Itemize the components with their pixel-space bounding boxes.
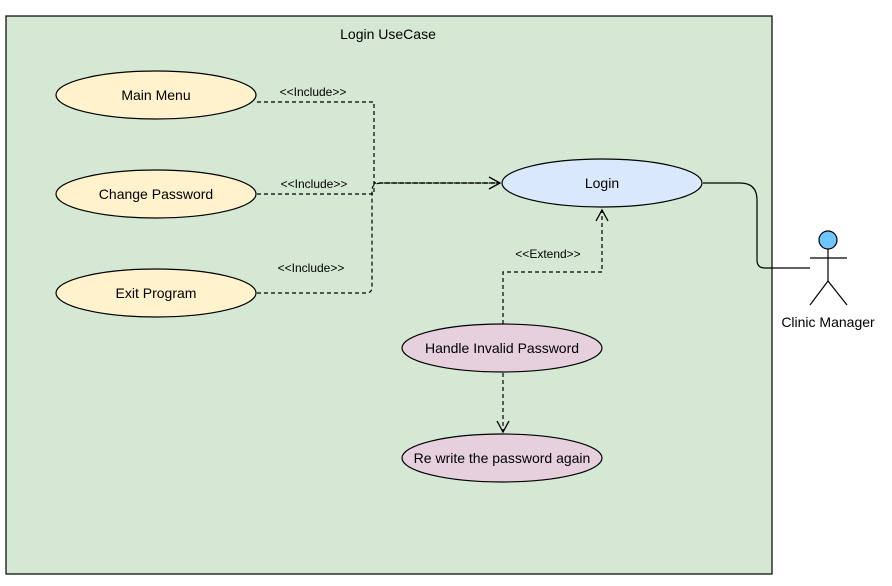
use-case-main-menu-label: Main Menu bbox=[121, 87, 190, 103]
actor-label: Clinic Manager bbox=[781, 314, 875, 330]
use-case-main-menu[interactable]: Main Menu bbox=[55, 70, 257, 120]
extend-connector bbox=[502, 208, 609, 324]
extend-label: <<Extend>> bbox=[515, 247, 580, 261]
actor-head bbox=[818, 230, 838, 250]
use-case-rewrite-password[interactable]: Re write the password again bbox=[401, 433, 603, 483]
include-label-main-menu: <<Include>> bbox=[280, 85, 347, 99]
use-case-rewrite-password-label: Re write the password again bbox=[414, 450, 591, 466]
use-case-change-password[interactable]: Change Password bbox=[55, 169, 257, 219]
actor-right-leg bbox=[827, 280, 848, 306]
include-label-change-password: <<Include>> bbox=[281, 177, 348, 191]
include-label-exit-program: <<Include>> bbox=[278, 261, 345, 275]
include-connector-change-password bbox=[257, 182, 500, 195]
use-case-handle-invalid-password-label: Handle Invalid Password bbox=[425, 340, 579, 356]
actor-clinic-manager[interactable]: Clinic Manager bbox=[781, 230, 875, 330]
use-case-exit-program-label: Exit Program bbox=[116, 285, 197, 301]
use-case-exit-program[interactable]: Exit Program bbox=[55, 268, 257, 318]
use-case-handle-invalid-password[interactable]: Handle Invalid Password bbox=[401, 323, 603, 373]
actor-left-leg bbox=[809, 280, 829, 306]
use-case-login[interactable]: Login bbox=[501, 158, 703, 208]
use-case-login-label: Login bbox=[585, 175, 619, 191]
include-connector-exit-program bbox=[257, 176, 502, 294]
system-title: Login UseCase bbox=[340, 26, 436, 42]
use-case-change-password-label: Change Password bbox=[99, 186, 213, 202]
actor-association bbox=[703, 182, 810, 269]
